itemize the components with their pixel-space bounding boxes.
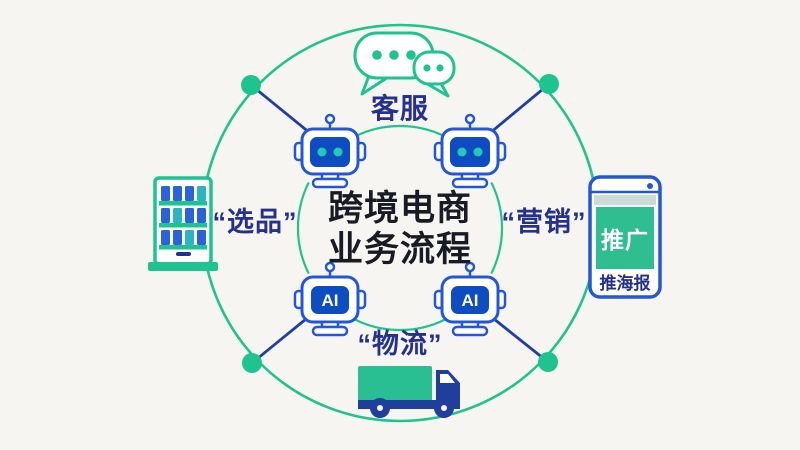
robot-top-right: [433, 113, 507, 189]
vending-products-row2: [161, 208, 206, 223]
title-line-2: 业务流程: [327, 230, 472, 269]
vending-shelf: [159, 223, 207, 228]
robot-bottom-left-ai: AI: [293, 261, 367, 337]
chat-dot: [423, 64, 431, 72]
connector-top-left: [250, 83, 311, 135]
promo-text: 推广: [601, 227, 649, 253]
label-marketing: “营销”: [501, 206, 587, 237]
browser-dot: [647, 183, 653, 189]
robot-top-left: [293, 113, 367, 189]
label-selection: “选品”: [212, 206, 298, 237]
inner-circle-arcs: [296, 124, 504, 332]
label-logistics: “物流”: [357, 328, 443, 359]
chat-dot: [406, 50, 416, 60]
robot-bottom-right-ai: AI: [433, 261, 507, 337]
vending-machine-icon: [148, 176, 218, 271]
browser-poster-icon: [588, 175, 662, 299]
chat-dot: [436, 64, 444, 72]
truck-cargo: [358, 366, 432, 404]
label-customer-service: 客服: [370, 93, 429, 124]
chat-bubbles-icon: [353, 31, 456, 98]
truck-chassis: [358, 400, 436, 409]
inner-arc-bottom: [354, 318, 446, 332]
poster-text: 推海报: [599, 273, 651, 293]
node-bottom-right: [538, 352, 558, 372]
chat-bubble-small: [412, 50, 456, 86]
page-title: 跨境电商 业务流程: [290, 188, 510, 270]
node-top-left: [241, 75, 261, 95]
vending-drawer-slot: [176, 252, 191, 256]
vending-products-row3: [161, 230, 206, 245]
chat-dot: [372, 50, 382, 60]
inner-arc-right: [490, 182, 504, 274]
ai-label: AI: [462, 291, 479, 310]
node-bottom-left: [242, 353, 262, 373]
truck-icon: [358, 366, 460, 418]
vending-shelf: [159, 245, 207, 250]
circle-nodes: [241, 74, 559, 373]
chat-dot: [389, 50, 399, 60]
truck-window: [440, 374, 455, 383]
connector-top-right: [489, 82, 550, 135]
vending-base: [148, 262, 218, 271]
inner-arc-left: [296, 182, 310, 274]
title-line-1: 跨境电商: [327, 189, 472, 228]
connector-bottom-left: [251, 317, 307, 365]
vending-shelf: [159, 201, 207, 206]
robot-face-screen: [450, 137, 490, 167]
browser-address-bar: [594, 195, 656, 205]
truck-wheel-hub: [377, 405, 383, 411]
truck-wheel-hub: [441, 405, 447, 411]
vending-products-row1: [161, 186, 206, 201]
connector-bottom-right: [493, 317, 549, 364]
inner-arc-top: [354, 124, 446, 138]
robot-face-screen: [310, 137, 350, 167]
promo-square: [596, 207, 654, 269]
node-top-right: [539, 74, 559, 94]
ai-label: AI: [322, 291, 339, 310]
connector-lines: [250, 82, 550, 365]
